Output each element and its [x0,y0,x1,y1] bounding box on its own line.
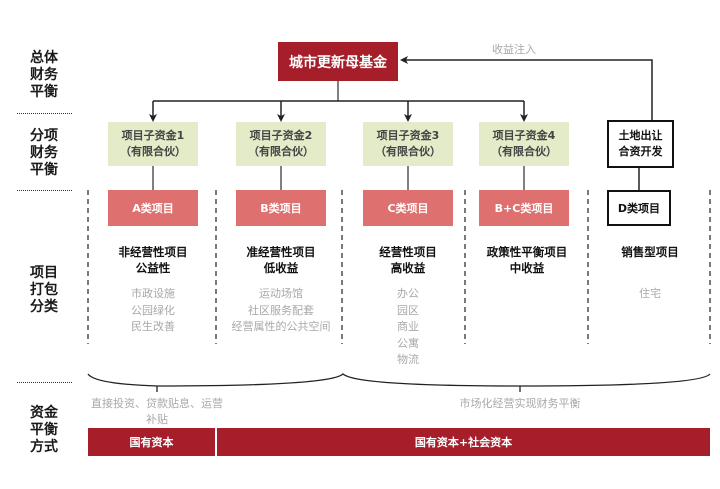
category-item: 公寓 [397,336,419,350]
category-a-items: 市政设施公园绿化民生改善 [91,286,215,336]
land-line-2: 合资开发 [618,145,663,158]
category-item: 民生改善 [131,320,175,333]
mixed-capital-bar: 国有资本+社会资本 [217,428,710,456]
column-dividers [87,190,711,344]
category-item: 运动场馆 [259,287,303,300]
category-item: 社区服务配套 [248,303,314,317]
mother-fund-label: 城市更新母基金 [289,54,387,71]
sub-fund-1: 项目子资金1 （有限合伙） [108,122,198,166]
sub-fund-2: 项目子资金2 （有限合伙） [236,122,326,166]
category-a-box: A类项目 [108,190,198,226]
row-separator [17,190,72,191]
land-transfer-box: 土地出让 合资开发 [607,120,674,168]
sub-fund-name: 项目子资金3 [376,129,440,142]
category-item: 园区 [397,303,419,317]
right-funding-desc: 市场化经营实现财务平衡 [459,397,581,410]
land-line-1: 土地出让 [618,129,663,142]
sub-fund-4: 项目子资金4 （有限合伙） [479,122,569,166]
category-c-items: 办公园区商业公寓物流 [346,286,470,369]
label-funding-method: 资金 平衡 方式 [30,405,58,455]
category-d-items: 住宅 [588,286,712,303]
category-b-items: 运动场馆社区服务配套经营属性的公共空间 [219,286,343,336]
sub-fund-name: 项目子资金2 [249,129,313,142]
row-separator [17,382,72,383]
mother-fund-box: 城市更新母基金 [278,42,398,81]
grouping-brace [87,373,711,387]
title-line: 政策性平衡项目 [486,245,568,259]
title-line: 低收益 [263,261,299,275]
title-line: 中收益 [509,261,545,275]
label-project-packaging: 项目 打包 分类 [30,265,58,315]
category-item: 商业 [397,320,419,333]
label-sub-balance: 分项 财务 平衡 [30,128,58,178]
category-item: 住宅 [639,287,661,300]
sub-fund-type: （有限合伙） [375,145,441,158]
title-line: 经营性项目 [379,245,437,259]
category-item: 办公 [397,287,419,300]
category-d-title: 销售型项目 [588,244,712,260]
category-item: 市政设施 [131,287,175,300]
return-arrow [400,56,653,120]
sub-fund-3: 项目子资金3 （有限合伙） [363,122,453,166]
row-separator [17,113,72,114]
category-item: 物流 [397,353,419,366]
sub-fund-name: 项目子资金4 [492,129,556,142]
category-b-box: B类项目 [236,190,326,226]
category-bc-title: 政策性平衡项目 中收益 [465,244,589,276]
category-item: 公园绿化 [131,303,175,317]
category-bc-box: B+C类项目 [479,190,569,226]
sub-fund-type: （有限合伙） [120,145,186,158]
return-label: 收益注入 [492,43,536,56]
category-a-title: 非经营性项目 公益性 [91,244,215,276]
label-overall-balance: 总体 财务 平衡 [30,50,58,100]
title-line: 公益性 [135,261,171,275]
category-c-title: 经营性项目 高收益 [346,244,470,276]
left-funding-desc: 直接投资、贷款贴息、运营补贴 [91,397,223,426]
sub-fund-type: （有限合伙） [248,145,314,158]
title-line: 销售型项目 [621,245,679,259]
category-b-title: 准经营性项目 低收益 [219,244,343,276]
title-line: 准经营性项目 [246,245,316,259]
sub-fund-name: 项目子资金1 [121,129,185,142]
category-d-box: D类项目 [607,190,671,226]
sub-fund-type: （有限合伙） [491,145,557,158]
category-c-box: C类项目 [363,190,453,226]
category-item: 经营属性的公共空间 [231,320,331,333]
title-line: 非经营性项目 [118,245,188,259]
state-capital-bar: 国有资本 [88,428,215,456]
title-line: 高收益 [390,261,426,275]
